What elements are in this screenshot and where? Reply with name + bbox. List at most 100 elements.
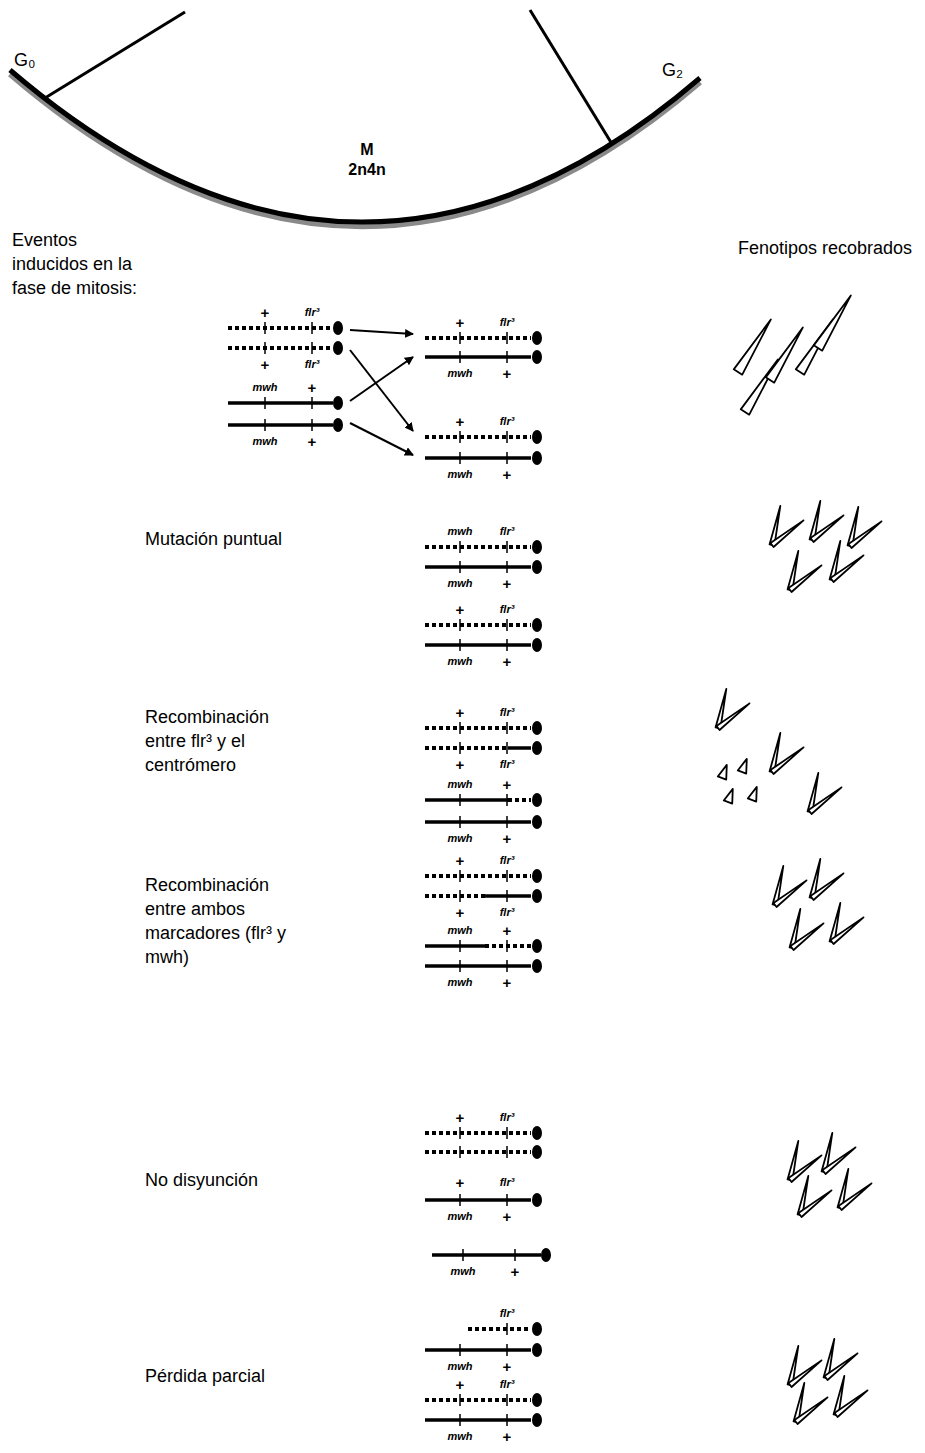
locus-tick (506, 794, 508, 806)
locus-tick (506, 1194, 508, 1206)
text-label: Fenotipos recobrados (738, 236, 912, 260)
wing-hair (724, 789, 733, 804)
gene-name: flr³ (500, 1177, 515, 1188)
gene-name: mwh (447, 469, 472, 480)
centromere (532, 815, 542, 829)
solid-chromatid (432, 1253, 541, 1257)
text-label: G₀ (14, 48, 35, 72)
centromere (532, 1393, 542, 1407)
gene-name: mwh (447, 656, 472, 667)
gene-name: mwh (447, 925, 472, 936)
centromere (532, 721, 542, 735)
gene-name: mwh (252, 382, 277, 393)
solid-chromatid (425, 1348, 531, 1352)
wing-hair (838, 1183, 871, 1210)
gene-name: mwh (447, 1431, 472, 1442)
text-label: Mutación puntual (145, 527, 285, 551)
locus-tick (514, 1249, 516, 1261)
wing-hair (824, 1353, 857, 1380)
centromere (333, 396, 343, 410)
allele-symbol: + (456, 414, 465, 429)
centromere (532, 889, 542, 903)
wing-hair (788, 1155, 821, 1182)
gene-name: mwh (447, 779, 472, 790)
dotted-chromatid (425, 746, 508, 750)
text-label: Recombinación entre flr³ y el centrómero (145, 705, 295, 777)
dotted-chromatid (485, 944, 531, 948)
phase-boundary (45, 12, 185, 98)
allele-symbol: + (456, 1110, 465, 1125)
wing-hair (788, 565, 821, 592)
solid-chromatid (228, 401, 333, 405)
locus-tick (459, 794, 461, 806)
locus-tick (459, 541, 461, 553)
locus-tick (506, 452, 508, 464)
gene-name: flr³ (500, 1308, 515, 1319)
gene-name: mwh (447, 526, 472, 537)
locus-tick (459, 431, 461, 443)
allele-symbol: + (261, 357, 270, 372)
locus-tick (311, 419, 313, 431)
segregation-arrow (350, 423, 413, 455)
centromere (532, 540, 542, 554)
solid-chromatid (425, 798, 508, 802)
locus-tick (459, 1394, 461, 1406)
wing-hair (770, 747, 803, 774)
gene-name: flr³ (500, 604, 515, 615)
text-label: Recombinación entre ambos marcadores (fl… (145, 873, 295, 969)
centromere (532, 430, 542, 444)
locus-tick (506, 890, 508, 902)
locus-tick (506, 431, 508, 443)
solid-chromatid (508, 746, 531, 750)
gene-name: flr³ (500, 317, 515, 328)
dotted-chromatid (425, 894, 485, 898)
wing-hair (748, 787, 757, 802)
centromere (532, 959, 542, 973)
gene-name: mwh (450, 1266, 475, 1277)
dotted-chromatid (425, 726, 531, 730)
dotted-chromatid (425, 1131, 531, 1135)
allele-symbol: + (261, 305, 270, 320)
wing-hair (794, 1397, 827, 1424)
locus-tick (459, 890, 461, 902)
solid-chromatid (485, 894, 531, 898)
locus-tick (459, 639, 461, 651)
gene-name: flr³ (500, 1379, 515, 1390)
phase-label: 2n4n (348, 161, 385, 179)
locus-tick (506, 940, 508, 952)
gene-name: flr³ (305, 359, 320, 370)
solid-chromatid (425, 820, 531, 824)
wing-hair (810, 515, 843, 542)
allele-symbol: + (503, 923, 512, 938)
centromere (532, 1145, 542, 1159)
gene-name: flr³ (500, 907, 515, 918)
wing-hair (790, 923, 823, 950)
centromere (532, 939, 542, 953)
allele-symbol: + (456, 705, 465, 720)
wing-hair (834, 1390, 867, 1417)
locus-tick (462, 1249, 464, 1261)
locus-tick (459, 870, 461, 882)
centromere (532, 869, 542, 883)
wing-hair (848, 521, 881, 548)
allele-symbol: + (456, 315, 465, 330)
segregation-arrow (350, 330, 413, 334)
wing-hair (810, 873, 843, 900)
centromere (532, 618, 542, 632)
centromere (532, 638, 542, 652)
locus-tick (459, 940, 461, 952)
text-label: No disyunción (145, 1168, 295, 1192)
solid-chromatid (425, 355, 531, 359)
gene-name: mwh (447, 368, 472, 379)
wing-hair (798, 1190, 831, 1217)
locus-tick (264, 342, 266, 354)
locus-tick (459, 1344, 461, 1356)
dotted-chromatid (425, 435, 531, 439)
allele-symbol: + (503, 1209, 512, 1224)
gene-name: flr³ (500, 759, 515, 770)
phase-boundary (530, 10, 612, 144)
centromere (532, 793, 542, 807)
locus-tick (506, 742, 508, 754)
